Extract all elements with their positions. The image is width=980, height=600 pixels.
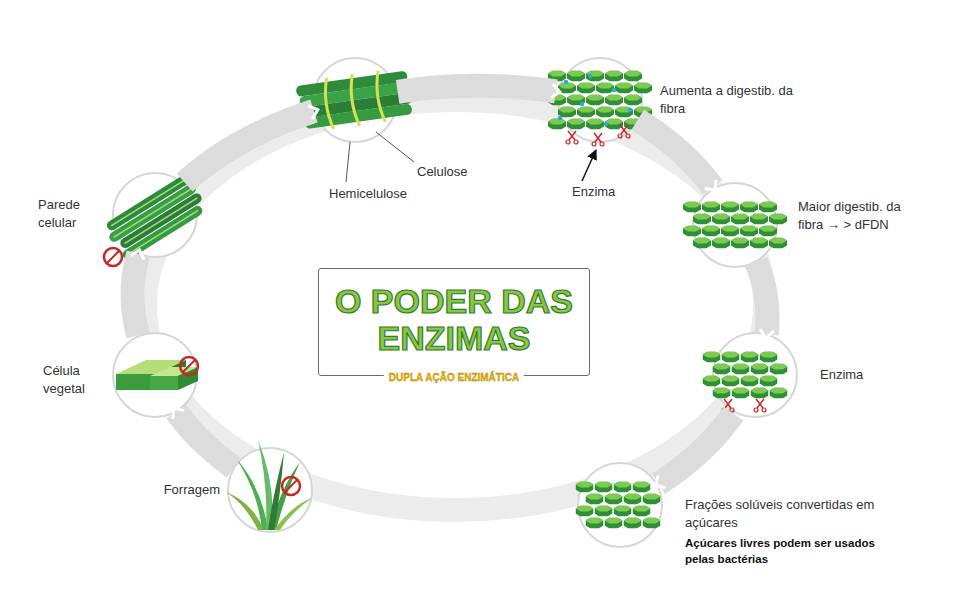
stage-label: Maior digestib. da fibra → > dFDN	[798, 198, 928, 234]
stage-label: Forragem	[142, 481, 220, 499]
stage-circle: Célula vegetal	[113, 333, 197, 417]
enzyme-scissors	[566, 125, 766, 412]
diagram-subtitle: DUPLA AÇÃO ENZIMÁTICA	[384, 372, 524, 383]
cycle-arrow	[638, 120, 713, 187]
plant-cell-icon	[116, 357, 198, 390]
stage-label: Hemicelulose	[329, 185, 439, 203]
cycle-arrow	[133, 254, 139, 335]
stage-label: Açúcares livres podem ser usados pelas b…	[685, 536, 907, 567]
stage-circles	[113, 58, 797, 547]
stage-label: Enzima	[572, 183, 642, 201]
stage-label: Frações solúveis convertidas em açúcares	[685, 496, 885, 532]
enzyme-sites	[558, 74, 632, 126]
cycle-arrow	[398, 86, 556, 92]
stage-circle: Maior digestib. da fibra → > dFDN	[693, 183, 777, 267]
stage-label: Aumenta a digestib. da fibra	[660, 82, 800, 118]
cycle-arrow	[185, 111, 314, 182]
stage-circle: CeluloseHemicelulose	[313, 58, 397, 142]
stage-circle: Forragem	[228, 448, 312, 532]
cycle-arrow	[658, 414, 733, 484]
diagram-title: O PODER DAS ENZIMAS	[329, 283, 579, 356]
cycle-arrow	[176, 412, 234, 468]
stage-label: Parede celular	[38, 196, 100, 232]
stage-circle: Aumenta a digestib. da fibraEnzima	[558, 58, 642, 142]
grass-icon	[226, 440, 312, 530]
stage-circle: Enzima	[713, 333, 797, 417]
title-box: O PODER DAS ENZIMASDUPLA AÇÃO ENZIMÁTICA	[318, 268, 590, 375]
cycle-arrow	[756, 261, 768, 334]
stage-label: Enzima	[820, 366, 900, 384]
stage-circle: Frações solúveis convertidas em açúcares…	[578, 463, 662, 547]
enzyme-pointer	[582, 150, 596, 181]
stage-circle: Parede celular	[113, 173, 197, 257]
stage-label: Célula vegetal	[43, 362, 105, 398]
stage-label: Celulose	[417, 163, 497, 181]
cycle-ring	[145, 100, 765, 510]
